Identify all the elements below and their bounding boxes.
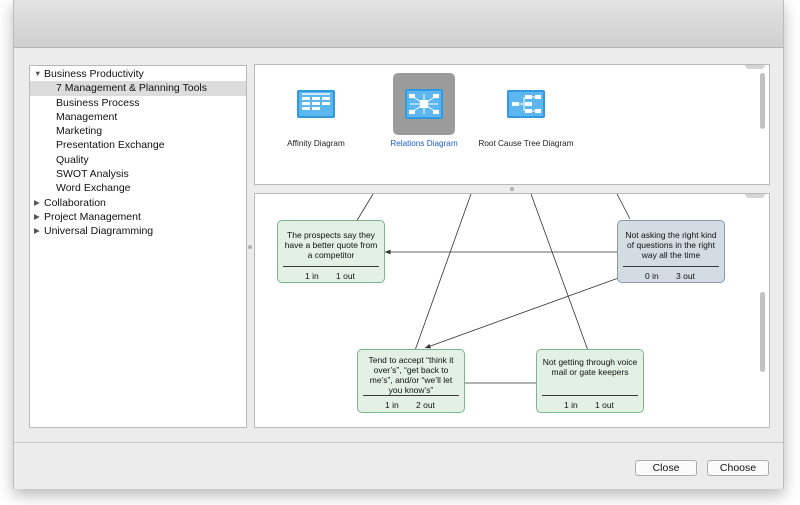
tree-item-label: Business Process (56, 96, 140, 109)
horizontal-split-handle[interactable] (254, 185, 770, 193)
tree-item-label: Presentation Exchange (56, 139, 165, 152)
node-tend-to-accept[interactable]: Tend to accept “think it over’s”, “get b… (357, 349, 465, 413)
relation-links (349, 194, 636, 386)
dialog-footer: Close Choose (14, 442, 783, 489)
template-relations-diagram[interactable]: Relations Diagram (376, 73, 472, 149)
root-cause-tree-icon (495, 73, 557, 135)
node-text: The prospects say they have a better quo… (284, 230, 378, 260)
tree-item-universal-diagramming[interactable]: ▶ Universal Diagramming (30, 224, 246, 238)
node-in-count: 1 in (305, 271, 319, 281)
gallery-scroll-cap (745, 65, 765, 69)
template-label: Relations Diagram (390, 139, 458, 148)
diagram-preview: The prospects say they have a better quo… (254, 193, 770, 428)
preview-scroll-cap (745, 194, 765, 198)
preview-scrollbar[interactable] (760, 292, 765, 372)
node-out-count: 3 out (676, 271, 695, 281)
node-in-count: 1 in (564, 400, 578, 410)
affinity-diagram-icon (285, 73, 347, 135)
disclosure-closed-icon[interactable]: ▶ (34, 226, 40, 236)
window-titlebar[interactable] (14, 0, 783, 48)
node-asking-questions[interactable]: Not asking the right kind of questions i… (617, 220, 725, 283)
tree-item-label: Universal Diagramming (44, 225, 154, 238)
node-out-count: 2 out (416, 400, 435, 410)
tree-item-label: Marketing (56, 125, 103, 138)
tree-item-label: 7 Management & Planning Tools (56, 82, 207, 95)
tree-item-label: Project Management (44, 210, 141, 223)
node-divider (283, 266, 379, 267)
disclosure-open-icon[interactable]: ▼ (34, 69, 42, 78)
tree-item-project-management[interactable]: ▶ Project Management (30, 210, 246, 224)
node-out-count: 1 out (336, 271, 355, 281)
template-chooser-window: ▼ Business Productivity 7 Management & P… (13, 0, 784, 489)
node-prospects-quote[interactable]: The prospects say they have a better quo… (277, 220, 385, 283)
disclosure-closed-icon[interactable]: ▶ (34, 211, 40, 221)
tree-item-business-process[interactable]: Business Process (30, 96, 246, 110)
link-top-to-asking (616, 194, 631, 220)
choose-button[interactable]: Choose (707, 460, 769, 476)
template-root-cause-tree-diagram[interactable]: Root Cause Tree Diagram (478, 73, 574, 149)
category-tree[interactable]: ▼ Business Productivity 7 Management & P… (29, 65, 247, 428)
tree-item-marketing[interactable]: Marketing (30, 124, 246, 138)
node-divider (542, 395, 638, 396)
disclosure-closed-icon[interactable]: ▶ (34, 197, 40, 207)
tree-item-label: Business Productivity (44, 68, 144, 80)
tree-item-management[interactable]: Management (30, 110, 246, 124)
tree-item-swot-analysis[interactable]: SWOT Analysis (30, 167, 246, 181)
gallery-scrollbar[interactable] (760, 73, 765, 129)
tree-item-business-productivity[interactable]: ▼ Business Productivity (30, 67, 246, 81)
node-text: Not getting through voice mail or gate k… (542, 357, 638, 377)
node-divider (623, 266, 719, 267)
template-label: Root Cause Tree Diagram (478, 139, 574, 148)
node-out-count: 1 out (595, 400, 614, 410)
tree-item-label: Word Exchange (56, 182, 131, 195)
template-label: Affinity Diagram (287, 139, 345, 148)
dialog-body: ▼ Business Productivity 7 Management & P… (14, 48, 783, 442)
node-in-count: 1 in (385, 400, 399, 410)
node-voice-mail[interactable]: Not getting through voice mail or gate k… (536, 349, 644, 413)
link-top-to-voicemail (530, 194, 591, 357)
tree-item-quality[interactable]: Quality (30, 153, 246, 167)
tree-item-7-management-planning-tools[interactable]: 7 Management & Planning Tools (30, 81, 246, 96)
relations-diagram-icon (393, 73, 455, 135)
node-text: Tend to accept “think it over’s”, “get b… (368, 355, 454, 395)
tree-item-label: Quality (56, 153, 89, 166)
node-divider (363, 395, 459, 396)
tree-item-word-exchange[interactable]: Word Exchange (30, 181, 246, 195)
node-in-count: 0 in (645, 271, 659, 281)
tree-item-label: Management (56, 110, 118, 123)
tree-item-collaboration[interactable]: ▶ Collaboration (30, 196, 246, 210)
template-gallery: Affinity Diagram (254, 64, 770, 185)
tree-item-label: Collaboration (44, 196, 106, 209)
template-affinity-diagram[interactable]: Affinity Diagram (268, 73, 364, 149)
link-top-to-tend (412, 194, 472, 357)
tree-item-presentation-exchange[interactable]: Presentation Exchange (30, 138, 246, 152)
link-asking-to-tend (424, 271, 636, 349)
split-grip-icon (510, 187, 514, 191)
node-text: Not asking the right kind of questions i… (625, 230, 717, 260)
tree-item-label: SWOT Analysis (56, 168, 129, 181)
vertical-split-handle[interactable] (248, 245, 252, 249)
close-button[interactable]: Close (635, 460, 697, 476)
